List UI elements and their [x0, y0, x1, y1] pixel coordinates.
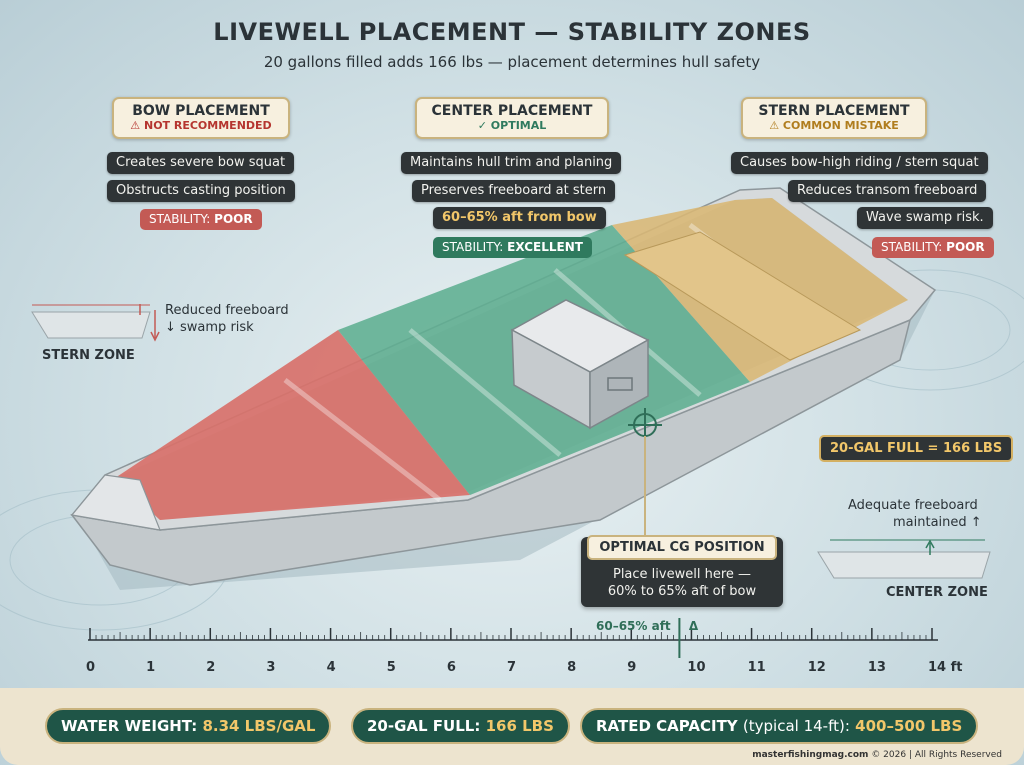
bow-placement-status: ⚠ NOT RECOMMENDED	[130, 119, 272, 132]
cg-title: OPTIMAL CG POSITION	[587, 535, 777, 560]
center-zone-caption: CENTER ZONE	[886, 585, 988, 600]
stern-zone-label-1: Reduced freeboard	[165, 303, 289, 318]
optimal-cg-callout: OPTIMAL CG POSITION Place livewell here …	[581, 535, 783, 607]
center-zone-label-2: maintained ↑	[893, 515, 982, 530]
gal-weight-badge: 20-GAL FULL = 166 LBS	[819, 435, 1014, 462]
copyright-site: masterfishingmag.com	[752, 750, 869, 760]
stern-placement-status: ⚠ COMMON MISTAKE	[769, 119, 899, 132]
ruler-tick-label: 13	[867, 660, 886, 675]
livewell-cooler	[510, 299, 650, 430]
stern-stability-label: STABILITY:	[881, 240, 943, 254]
stat-rated-capacity-note: (typical 14-ft):	[742, 717, 850, 735]
length-ruler	[88, 618, 938, 658]
page-subtitle: 20 gallons filled adds 166 lbs — placeme…	[263, 53, 761, 71]
ruler-tick-label: 3	[266, 660, 276, 675]
stern-stability-value: POOR	[946, 240, 985, 254]
copyright-notice: masterfishingmag.com © 2026 | All Rights…	[752, 750, 1002, 760]
center-zone-diagram	[817, 539, 991, 579]
stat-gal-full-label: 20-GAL FULL:	[367, 717, 481, 735]
stat-water-weight: WATER WEIGHT: 8.34 LBS/GAL	[45, 708, 332, 744]
bow-stability-value: POOR	[214, 212, 253, 226]
stern-note-3: Wave swamp risk.	[857, 207, 993, 229]
ruler-tick-label: 7	[507, 660, 517, 675]
stern-zone-caption: STERN ZONE	[42, 348, 135, 363]
page-title: LIVEWELL PLACEMENT — STABILITY ZONES	[213, 18, 811, 46]
ruler-tick-label: 4	[326, 660, 336, 675]
stat-gal-full: 20-GAL FULL: 166 LBS	[351, 708, 570, 744]
bow-note-2: Obstructs casting position	[107, 180, 295, 202]
copyright-text: © 2026 | All Rights Reserved	[871, 750, 1002, 760]
stat-water-weight-label: WATER WEIGHT:	[61, 717, 198, 735]
ruler-marker-symbol: Δ	[688, 619, 699, 633]
ruler-tick-label: 0	[86, 660, 96, 675]
center-note-2: Preserves freeboard at stern	[412, 180, 616, 202]
center-highlight: 60–65% aft from bow	[433, 207, 606, 229]
center-placement-status: ✓ OPTIMAL	[477, 119, 547, 132]
stern-zone-label-2: ↓ swamp risk	[165, 320, 254, 335]
bow-placement-header: BOW PLACEMENT ⚠ NOT RECOMMENDED	[112, 97, 290, 139]
center-stability-label: STABILITY:	[442, 240, 504, 254]
ruler-tick-label: 10	[687, 660, 706, 675]
stern-placement-title: STERN PLACEMENT	[758, 103, 910, 119]
ruler-tick-label: 14 ft	[928, 660, 963, 675]
stat-rated-capacity-label: RATED CAPACITY	[596, 717, 738, 735]
ruler-tick-label: 5	[386, 660, 396, 675]
ruler-tick-label: 8	[567, 660, 577, 675]
center-placement-title: CENTER PLACEMENT	[431, 103, 593, 119]
bow-note-1: Creates severe bow squat	[107, 152, 295, 174]
stern-zone-diagram	[31, 304, 160, 342]
cg-line-2: 60% to 65% aft of bow	[607, 584, 757, 599]
center-stability-value: EXCELLENT	[507, 240, 583, 254]
center-zone-label-1: Adequate freeboard	[848, 498, 978, 513]
ruler-tick-label: 9	[627, 660, 637, 675]
ruler-tick-label: 12	[807, 660, 826, 675]
stat-gal-full-value: 166 LBS	[485, 717, 554, 735]
stat-water-weight-value: 8.34 LBS/GAL	[202, 717, 316, 735]
ruler-marker-text: 60–65% aft	[596, 619, 671, 633]
center-note-1: Maintains hull trim and planing	[401, 152, 622, 174]
stern-placement-header: STERN PLACEMENT ⚠ COMMON MISTAKE	[741, 97, 927, 139]
stat-rated-capacity: RATED CAPACITY (typical 14-ft): 400–500 …	[580, 708, 979, 744]
ruler-tick-label: 6	[446, 660, 456, 675]
stern-note-1: Causes bow-high riding / stern squat	[731, 152, 988, 174]
stat-rated-capacity-value: 400–500 LBS	[855, 717, 963, 735]
ruler-tick-label: 2	[206, 660, 216, 675]
ruler-tick-label: 11	[747, 660, 766, 675]
bow-stability-badge: STABILITY: POOR	[140, 209, 262, 230]
bow-stability-label: STABILITY:	[149, 212, 211, 226]
bow-zone	[115, 330, 470, 520]
center-stability-badge: STABILITY: EXCELLENT	[433, 237, 592, 258]
ruler-tick-label: 1	[146, 660, 156, 675]
bow-placement-title: BOW PLACEMENT	[132, 103, 270, 119]
center-placement-header: CENTER PLACEMENT ✓ OPTIMAL	[415, 97, 609, 139]
stern-note-2: Reduces transom freeboard	[788, 180, 987, 202]
stern-stability-badge: STABILITY: POOR	[872, 237, 994, 258]
ruler-marker-label: 60–65% aft Δ	[596, 619, 698, 633]
cg-line-1: Place livewell here —	[612, 567, 752, 582]
